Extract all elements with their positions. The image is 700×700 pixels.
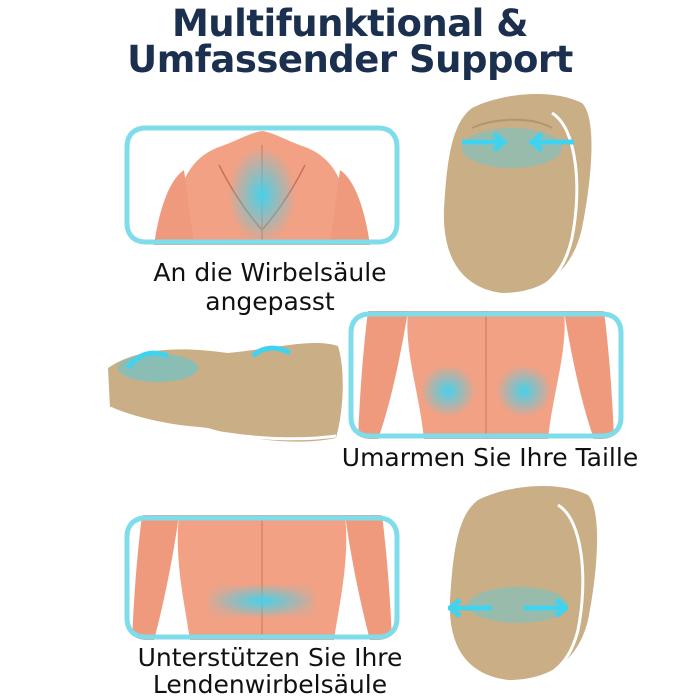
caption-3-line-1: Unterstützen Sie Ihre xyxy=(137,643,403,672)
upper-back-illustration xyxy=(124,125,400,245)
page-title-line-2: Umfassender Support xyxy=(127,38,573,81)
waist-back-illustration xyxy=(348,311,624,439)
double-arrow-icon-2 xyxy=(448,594,568,622)
cushion-upright-illustration-2 xyxy=(440,480,605,685)
cushion-upright-illustration xyxy=(432,88,602,298)
double-arrow-icon xyxy=(458,128,578,156)
lumbar-back-illustration xyxy=(124,515,400,640)
caption-3-line-2: Lendenwirbelsäule xyxy=(152,670,388,699)
caption-2: Umarmen Sie Ihre Taille xyxy=(341,443,639,472)
cushion-flat-illustration xyxy=(98,328,348,448)
caption-1-line-1: An die Wirbelsäule xyxy=(153,258,387,287)
caption-1-line-2: angepasst xyxy=(205,287,335,316)
page-title-line-1: Multifunktional & xyxy=(171,2,529,45)
